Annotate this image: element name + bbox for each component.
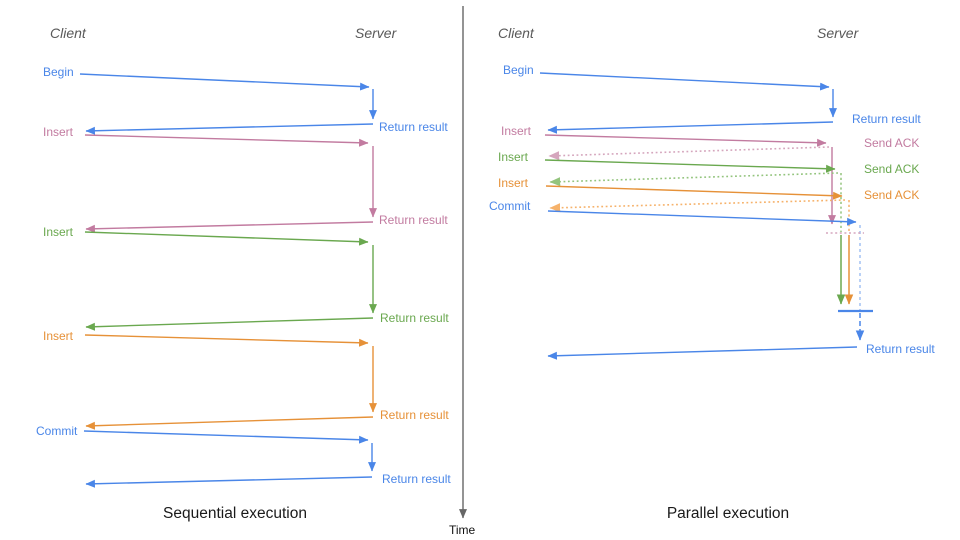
right-caption: Parallel execution: [666, 505, 790, 522]
right-insert1-ack-arrow: [548, 146, 830, 161]
right-insert2-request-arrow: [544, 159, 836, 173]
right-begin-label: Begin: [503, 63, 534, 77]
right-server-header: Server: [817, 25, 859, 41]
left-commit-label: Commit: [36, 424, 78, 438]
left-begin-return-arrow: [85, 123, 374, 135]
left-panel-lines: [79, 73, 377, 488]
left-insert3-request-arrow: [84, 334, 369, 347]
right-ack-label-1: Send ACK: [864, 136, 920, 150]
right-begin-return-arrow: [547, 121, 834, 134]
right-client-header: Client: [498, 25, 534, 41]
left-insert3-return-arrow: [85, 416, 374, 430]
left-server-header: Server: [355, 25, 397, 41]
left-return-label-2: Return result: [379, 213, 448, 227]
left-insert3-label: Insert: [43, 329, 74, 343]
left-insert2-request-arrow: [84, 231, 369, 246]
left-insert2-return-arrow: [85, 317, 374, 331]
right-insert3-request-arrow: [545, 185, 843, 200]
right-begin-request-arrow: [539, 72, 830, 91]
right-ack-label-3: Send ACK: [864, 188, 920, 202]
left-return-label-3: Return result: [380, 311, 449, 325]
left-insert1-return-arrow: [85, 221, 374, 233]
left-return-label-1: Return result: [379, 120, 448, 134]
right-insert1-request-arrow: [544, 134, 827, 147]
right-insert3-label: Insert: [498, 176, 529, 190]
time-axis-label: Time: [449, 523, 476, 537]
right-insert1-label: Insert: [501, 124, 532, 138]
left-insert2-label: Insert: [43, 225, 74, 239]
left-return-label-5: Return result: [382, 472, 451, 486]
left-begin-request-arrow: [79, 73, 370, 91]
right-final-return-arrow: [547, 346, 858, 360]
right-return-label-top: Return result: [852, 112, 921, 126]
left-begin-label: Begin: [43, 65, 74, 79]
left-insert1-request-arrow: [84, 134, 369, 147]
right-commit-label: Commit: [489, 199, 531, 213]
left-return-label-4: Return result: [380, 408, 449, 422]
right-commit-request-arrow: [547, 210, 857, 226]
right-insert2-ack-arrow: [549, 172, 839, 187]
left-client-header: Client: [50, 25, 86, 41]
right-ack-label-2: Send ACK: [864, 162, 920, 176]
left-caption: Sequential execution: [163, 505, 307, 522]
right-return-label-bottom: Return result: [866, 342, 935, 356]
right-insert3-ack-arrow: [549, 199, 846, 213]
left-commit-request-arrow: [83, 430, 369, 444]
left-commit-return-arrow: [85, 476, 373, 488]
right-insert2-label: Insert: [498, 150, 529, 164]
right-panel-lines: [539, 72, 873, 360]
left-insert1-label: Insert: [43, 125, 74, 139]
